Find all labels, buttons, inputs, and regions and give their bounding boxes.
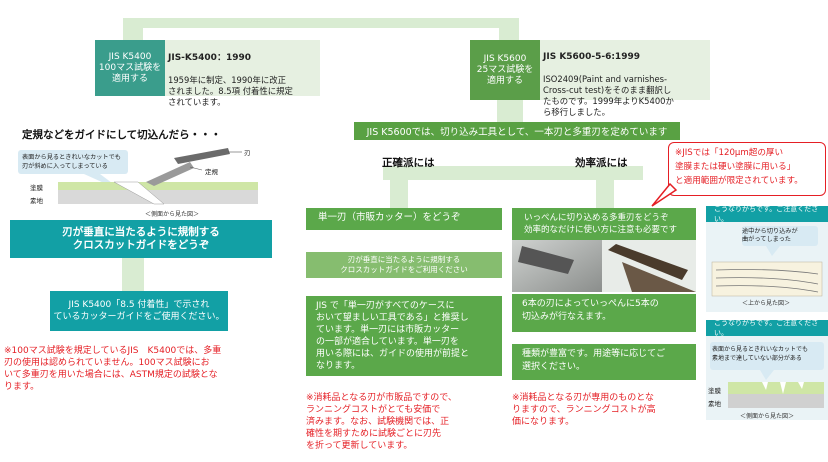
six-blade-box: 6本の刃によっていっぺんに5本の 切込みが行なえます。	[512, 294, 696, 332]
single-blade-box: 単一刃（市販カッター）をどうぞ	[306, 208, 502, 230]
side-view-caption: ＜側面から見た図＞	[145, 211, 200, 218]
single-blade-recommend-box: JIS で「単一刃がすべてのケースに おいて望ましい工具である」と推奨し ていま…	[306, 296, 502, 376]
tip2-base-label: 素地	[708, 400, 721, 408]
shallow-cut-illustration	[710, 342, 824, 408]
jis-k5600-body: ISO2409(Paint and varnishes- Cross-cut t…	[543, 74, 674, 117]
jis-k5400-header: JIS K5400 100マス試験を 適用する	[95, 40, 165, 96]
tip1-caption: ＜上から見た図＞	[742, 300, 791, 307]
jis-k5600-description: JIS K5600-5-6:1999 ISO2409(Paint and var…	[543, 41, 709, 117]
cutter-guide-box: JIS K5400「8.5 付着性」で示され ているカッターガイドをご使用くださ…	[50, 291, 228, 331]
callout-pointer	[651, 182, 678, 207]
tip2-caption: ＜側面から見た図＞	[740, 413, 795, 420]
coat-layer	[58, 182, 258, 190]
accurate-title: 正確派には	[382, 157, 435, 169]
base-layer	[58, 190, 258, 204]
cross-cut-guide-box: 刃が垂直に当たるように規制する クロスカットガイドをどうぞ	[10, 220, 272, 258]
connector-left-drop	[123, 18, 143, 40]
blade-shape	[146, 162, 194, 186]
accurate-note: ※消耗品となる刃が市販品ですので、 ランニングコストがとても安価で 済みます。な…	[306, 393, 457, 451]
variety-box: 種類が豊富です。用途等に応じてご 選択ください。	[512, 344, 696, 380]
tip2-coat-label: 塗膜	[708, 387, 721, 395]
bubble-bg	[18, 150, 128, 174]
curved-cut-illustration	[711, 226, 823, 297]
multi-blade-box: いっぺんに切り込める多重刃をどうぞ 効率的なだけに使い方に注意も必要です	[512, 208, 696, 240]
tip1-tag: こうなりがちです。ご注意ください。	[706, 205, 828, 223]
connector-accurate	[390, 180, 408, 208]
connector-right-drop	[499, 18, 519, 40]
efficient-title: 効率派には	[575, 157, 628, 169]
ruler-label: 定規	[205, 168, 218, 176]
coat-label: 塗膜	[30, 184, 43, 192]
jis-k5400-title: JIS-K5400：1990	[168, 53, 251, 63]
jis-callout: ※JISでは「120μm超の厚い 塗膜または硬い塗膜に用いる」 と適用範囲が限定…	[668, 142, 826, 196]
jis-k5400-body: 1959年に制定、1990年に改正 されました。8.5項 付着性に規定 されてい…	[168, 75, 293, 107]
connector-branch	[383, 166, 643, 180]
tip2-tag: こうなりがちです。ご注意ください。	[706, 319, 828, 337]
connector-left-down	[122, 258, 144, 292]
left-note: ※100マス試験を規定しているJIS K5400では、多重 刃の使用は認められて…	[4, 346, 222, 392]
jis-k5600-title: JIS K5600-5-6:1999	[543, 52, 640, 62]
left-title: 定規などをガイドにして切込んだら・・・	[22, 129, 222, 141]
connector-top	[123, 18, 519, 28]
multi-blade-photo	[512, 240, 696, 292]
ruler-shape	[174, 148, 230, 164]
connector-efficient	[596, 180, 614, 208]
jis-callout-text: ※JISでは「120μm超の厚い 塗膜または硬い塗膜に用いる」 と適用範囲が限定…	[675, 148, 803, 186]
tip1-bubble-text: 途中から切り込みが 曲がってしまった	[742, 228, 798, 243]
blade-label: 刃	[244, 149, 251, 157]
jis-k5400-description: JIS-K5400：1990 1959年に制定、1990年に改正 されました。8…	[168, 42, 318, 107]
connector-right-down	[497, 100, 523, 122]
slanted-cut-illustration	[14, 140, 270, 224]
base-label: 素地	[30, 197, 43, 205]
jis-k5600-header: JIS K5600 25マス試験を 適用する	[470, 40, 540, 100]
efficient-note: ※消耗品となる刃が専用のものとな りますので、ランニングコストが高 価になります…	[512, 393, 656, 427]
slanted-bubble-text: 表面から見るときれいなカットでも 刃が斜めに入ってしまっている	[22, 154, 121, 170]
k5600-banner: JIS K5600では、切り込み工具として、一本刃と多重刃を定めています	[354, 122, 680, 140]
single-blade-guide-box: 刃が垂直に当たるように規制する クロスカットガイドをご利用ください	[306, 252, 502, 278]
tip2-bubble-text: 表面から見るときれいなカットでも 素地まで達していない部分がある	[712, 346, 809, 362]
